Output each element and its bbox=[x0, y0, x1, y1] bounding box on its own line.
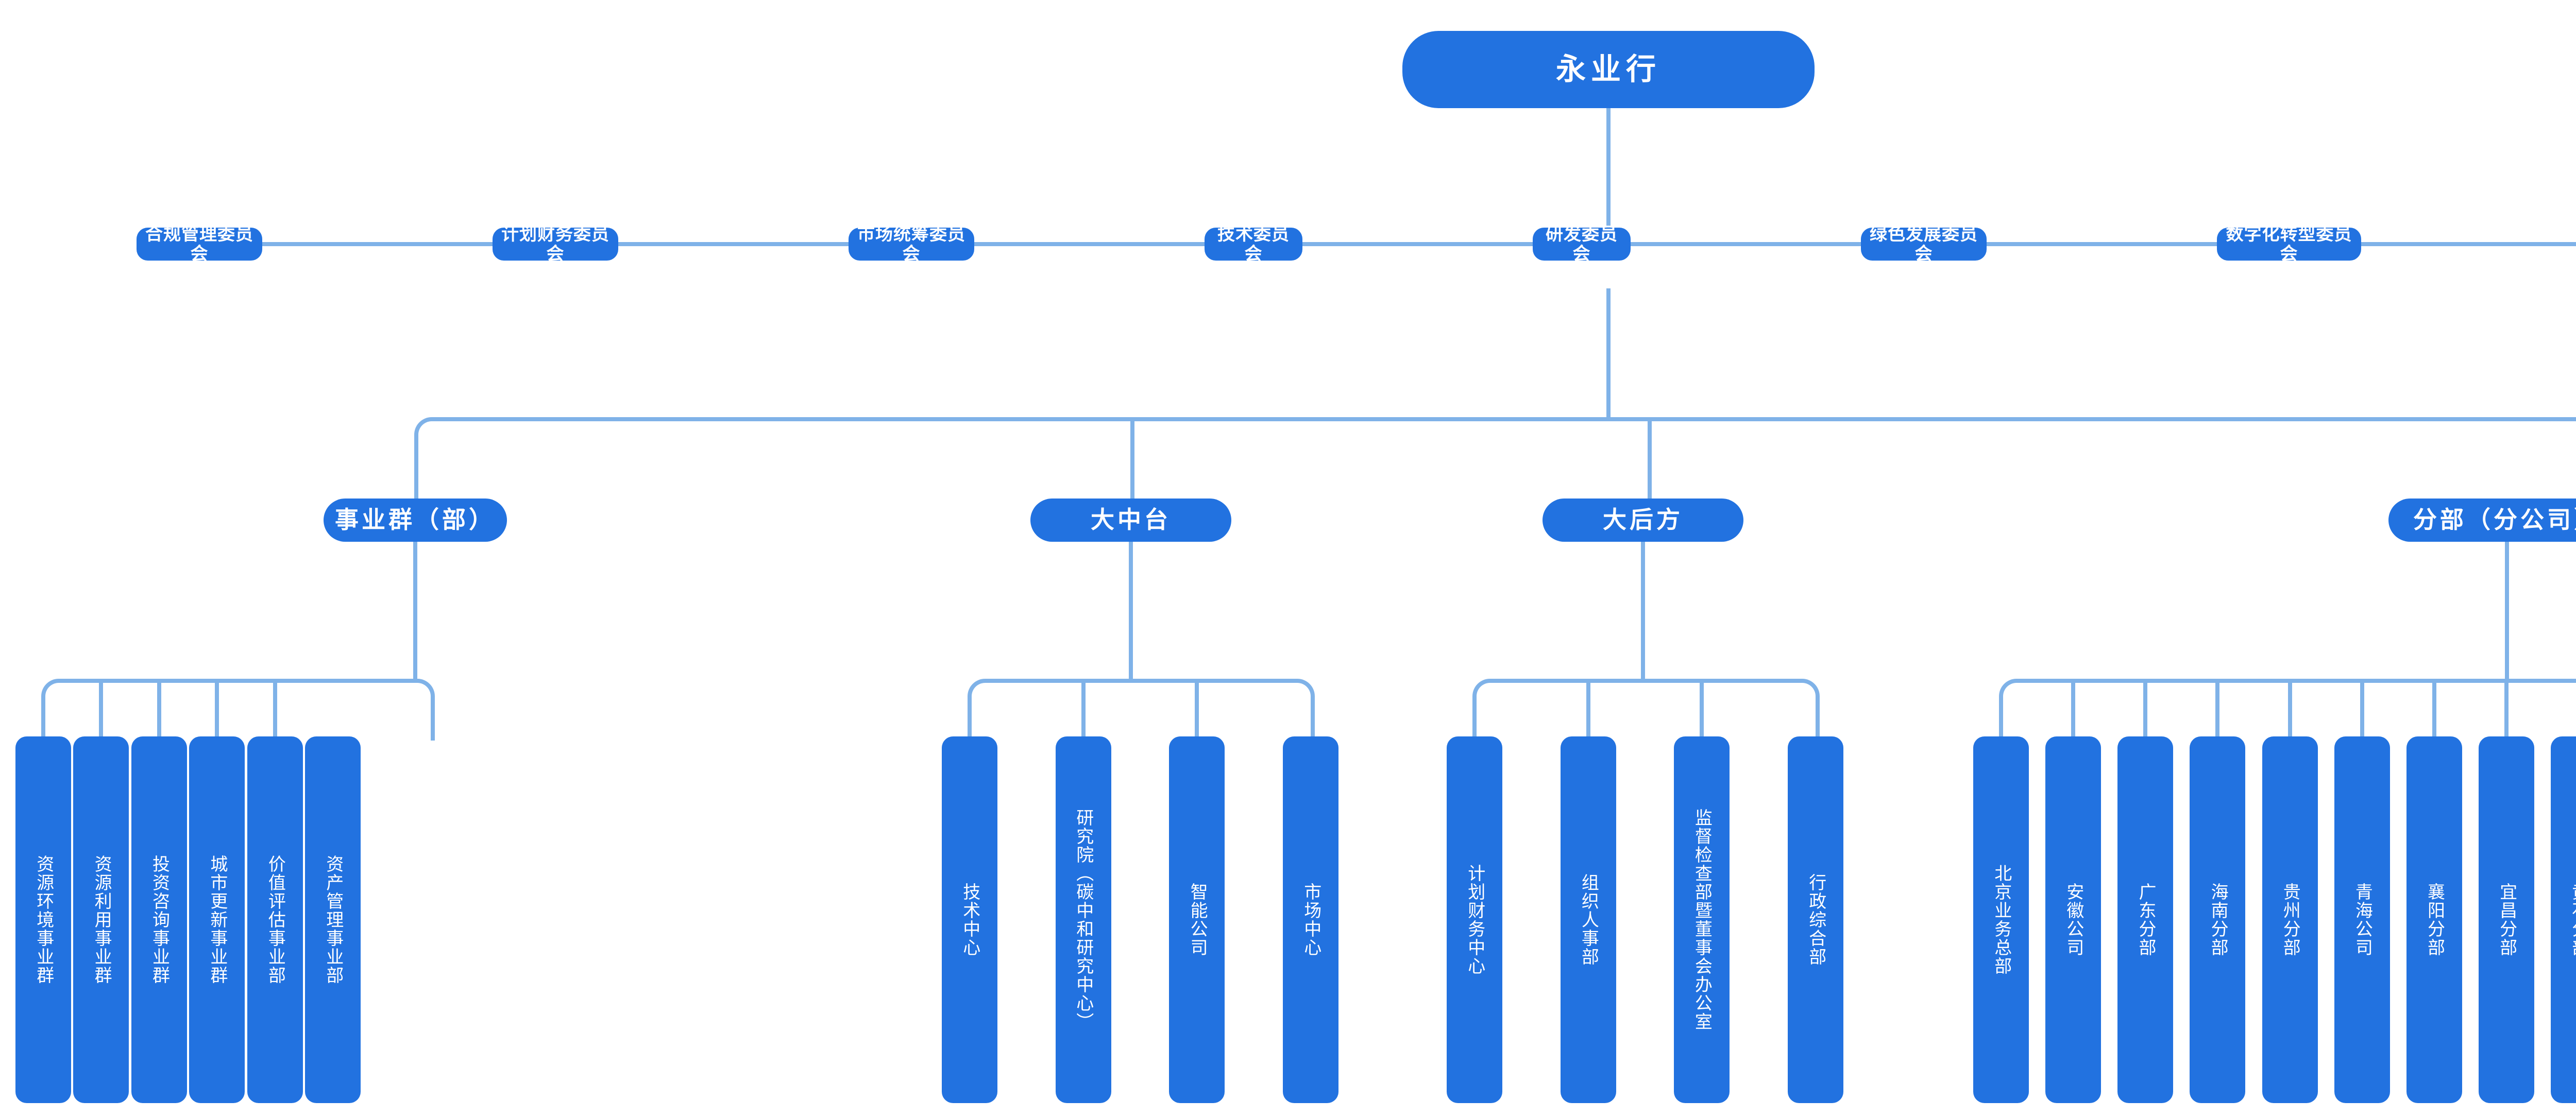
leaf-node[interactable]: 城市更新事业群 bbox=[189, 736, 245, 1103]
leaf-node[interactable]: 行政综合部 bbox=[1788, 736, 1843, 1103]
connector-leaf-stem bbox=[1586, 679, 1590, 736]
committee-node-5[interactable]: 研发委员会 bbox=[1533, 225, 1631, 264]
connector-division-to-rail-2 bbox=[1129, 542, 1133, 679]
connector-leaf-rail-right-4 bbox=[2505, 679, 2576, 741]
connector-division-to-rail-3 bbox=[1641, 542, 1645, 679]
connector-leaf-rail-right-1 bbox=[413, 679, 435, 741]
leaf-node[interactable]: 投资咨询事业群 bbox=[131, 736, 187, 1103]
leaf-node[interactable]: 安徽公司 bbox=[2045, 736, 2102, 1103]
committee-node-4[interactable]: 技术委员会 bbox=[1205, 225, 1302, 264]
leaf-node[interactable]: 监督检查部暨董事会办公室 bbox=[1674, 736, 1730, 1103]
leaf-node[interactable]: 组织人事部 bbox=[1560, 736, 1616, 1103]
leaf-node[interactable]: 市场中心 bbox=[1283, 736, 1338, 1103]
connector-leaf-rail-left-4 bbox=[1999, 679, 2511, 741]
root-node[interactable]: 永业行 bbox=[1402, 31, 1815, 108]
connector-committee-link-1 bbox=[262, 242, 493, 246]
leaf-node[interactable]: 北京业务总部 bbox=[1973, 736, 2029, 1103]
connector-trunk bbox=[1606, 288, 1611, 417]
connector-committee-link-7 bbox=[2361, 242, 2576, 246]
leaf-node[interactable]: 计划财务中心 bbox=[1447, 736, 1502, 1103]
connector-division-stem-3 bbox=[1648, 417, 1652, 500]
connector-leaf-rail-left-2 bbox=[968, 679, 1135, 741]
committee-node-1[interactable]: 合规管理委员会 bbox=[137, 225, 262, 264]
leaf-node[interactable]: 宜昌分部 bbox=[2478, 736, 2534, 1103]
connector-committee-link-2 bbox=[618, 242, 849, 246]
committee-node-6[interactable]: 绿色发展委员会 bbox=[1861, 225, 1987, 264]
connector-committee-link-4 bbox=[1302, 242, 1533, 246]
division-node-3[interactable]: 大后方 bbox=[1543, 499, 1743, 542]
connector-leaf-stem bbox=[273, 679, 277, 736]
connector-leaf-stem bbox=[1195, 679, 1199, 736]
leaf-node[interactable]: 广东分部 bbox=[2117, 736, 2174, 1103]
division-node-2[interactable]: 大中台 bbox=[1030, 499, 1231, 542]
connector-leaf-stem bbox=[2360, 679, 2364, 736]
division-node-4[interactable]: 分部（分公司） bbox=[2388, 499, 2576, 542]
leaf-node[interactable]: 青海公司 bbox=[2334, 736, 2390, 1103]
connector-leaf-stem bbox=[2287, 679, 2292, 736]
leaf-node[interactable]: 贵州分部 bbox=[2262, 736, 2318, 1103]
connector-committee-link-6 bbox=[1987, 242, 2217, 246]
connector-leaf-rail-right-2 bbox=[1129, 679, 1315, 741]
connector-division-bus-right bbox=[1606, 417, 2576, 504]
leaf-node[interactable]: 技术中心 bbox=[942, 736, 997, 1103]
connector-leaf-stem bbox=[2504, 679, 2509, 736]
leaf-node[interactable]: 价值评估事业部 bbox=[247, 736, 303, 1103]
connector-committee-link-3 bbox=[974, 242, 1205, 246]
connector-division-bus-left bbox=[414, 417, 1614, 504]
connector-division-to-rail-1 bbox=[413, 542, 417, 679]
connector-leaf-stem bbox=[1700, 679, 1704, 736]
connector-committee-link-5 bbox=[1631, 242, 1861, 246]
leaf-node[interactable]: 资源环境事业群 bbox=[15, 736, 71, 1103]
committee-node-3[interactable]: 市场统筹委员会 bbox=[849, 225, 974, 264]
connector-root-stem bbox=[1606, 108, 1611, 252]
connector-leaf-stem bbox=[157, 679, 161, 736]
committee-node-7[interactable]: 数字化转型委员会 bbox=[2217, 225, 2361, 264]
committee-node-2[interactable]: 计划财务委员会 bbox=[493, 225, 618, 264]
leaf-node[interactable]: 资产管理事业部 bbox=[305, 736, 361, 1103]
leaf-node[interactable]: 智能公司 bbox=[1169, 736, 1225, 1103]
connector-leaf-stem bbox=[215, 679, 219, 736]
connector-leaf-stem bbox=[2143, 679, 2148, 736]
connector-division-stem-2 bbox=[1130, 417, 1134, 500]
connector-leaf-rail-right-3 bbox=[1641, 679, 1820, 741]
leaf-node[interactable]: 黄石分部 bbox=[2551, 736, 2576, 1103]
division-node-1[interactable]: 事业群（部） bbox=[324, 499, 507, 542]
connector-division-to-rail-4 bbox=[2505, 542, 2509, 679]
leaf-node[interactable]: 海南分部 bbox=[2190, 736, 2246, 1103]
connector-leaf-stem bbox=[2432, 679, 2436, 736]
connector-leaf-rail-left-3 bbox=[1472, 679, 1647, 741]
connector-leaf-stem bbox=[1081, 679, 1086, 736]
connector-leaf-stem bbox=[2071, 679, 2076, 736]
leaf-node[interactable]: 襄阳分部 bbox=[2406, 736, 2462, 1103]
leaf-node[interactable]: 研究院（碳中和研究中心） bbox=[1055, 736, 1111, 1103]
connector-leaf-stem bbox=[99, 679, 104, 736]
leaf-node[interactable]: 资源利用事业群 bbox=[73, 736, 129, 1103]
connector-leaf-stem bbox=[2215, 679, 2220, 736]
connector-leaf-rail-left-1 bbox=[41, 679, 419, 741]
